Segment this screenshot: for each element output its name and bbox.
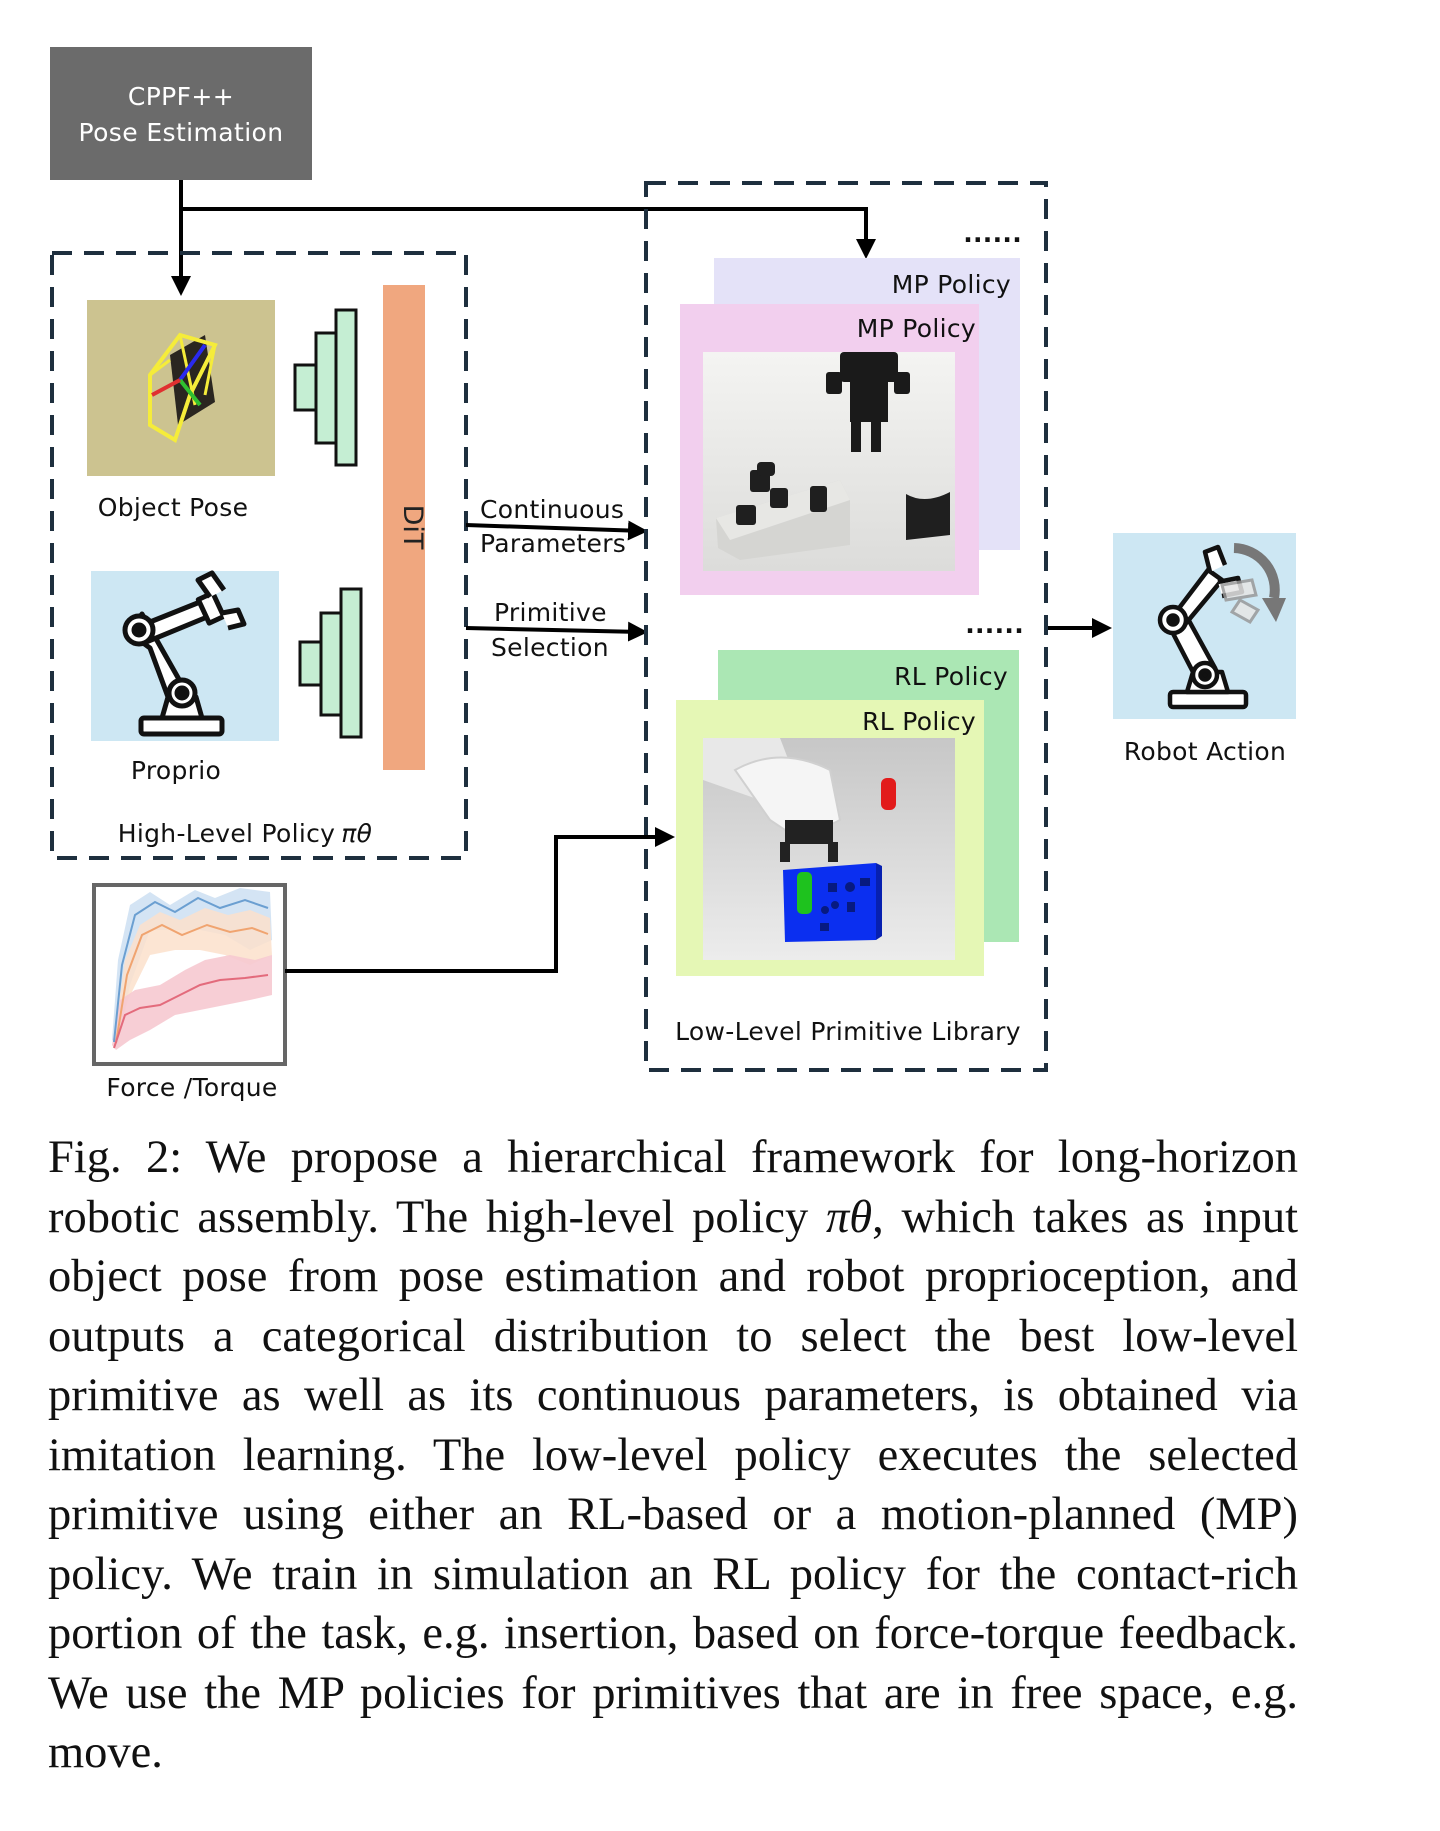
dit-bar [383,285,425,770]
low-level-library-box [644,181,1048,1072]
primitive-selection-arrow [465,621,648,642]
object-pose-encoder [293,308,358,467]
library-ellipsis-top: ...... [963,219,1022,248]
force-torque-arrow [285,827,675,973]
high-level-policy-text: High-Level Policy [118,819,335,848]
robot-arm-icon [122,570,247,737]
mp-policy-image [703,352,955,571]
pose-axes-icon [148,332,218,443]
rotate-arrow-icon [1233,543,1286,622]
robot-action-label: Robot Action [1124,737,1286,766]
high-level-policy-box [50,251,468,860]
dit-label: DiT [397,505,428,550]
continuous-parameters-arrow [465,520,648,541]
policy-symbol: πθ [341,819,372,848]
robot-action-image [1113,533,1296,719]
force-torque-plot [92,883,287,1066]
proprio-encoder [298,587,363,739]
object-pose-image [87,300,275,476]
pose-estimation-subtitle: Pose Estimation [79,118,284,147]
caption-text-part1: We propose a hierarchical framework for … [48,1132,1298,1243]
object-pose-label: Object Pose [98,493,249,522]
library-ellipsis-mid: ...... [965,610,1024,639]
mp-policy-front-label: MP Policy [857,314,976,343]
rl-policy-back-label: RL Policy [894,662,1008,691]
caption-text-part2: , which takes as input object pose from … [48,1191,1298,1779]
rl-policy-front-label: RL Policy [862,707,976,736]
mp-policy-back-label: MP Policy [892,270,1011,299]
proprio-label: Proprio [131,756,221,785]
force-torque-label: Force /Torque [106,1073,277,1102]
continuous-parameters-label-1: Continuous [480,495,624,524]
primitive-selection-label-2: Selection [491,633,609,662]
figure-caption: Fig. 2: We propose a hierarchical framew… [48,1128,1298,1783]
low-level-library-label: Low-Level Primitive Library [675,1017,1021,1046]
caption-label: Fig. 2: [48,1132,183,1183]
pose-connectors [171,180,876,296]
framework-diagram: CPPF++ Pose Estimation Object Pose [50,47,1296,1102]
caption-policy-symbol: πθ [826,1191,873,1243]
primitive-selection-label-1: Primitive [494,598,607,627]
continuous-parameters-label-2: Parameters [480,529,626,558]
rl-policy-image [703,738,955,960]
proprio-image [91,570,279,741]
pose-estimation-title: CPPF++ [128,82,234,111]
pose-estimation-box: CPPF++ Pose Estimation [50,47,312,180]
